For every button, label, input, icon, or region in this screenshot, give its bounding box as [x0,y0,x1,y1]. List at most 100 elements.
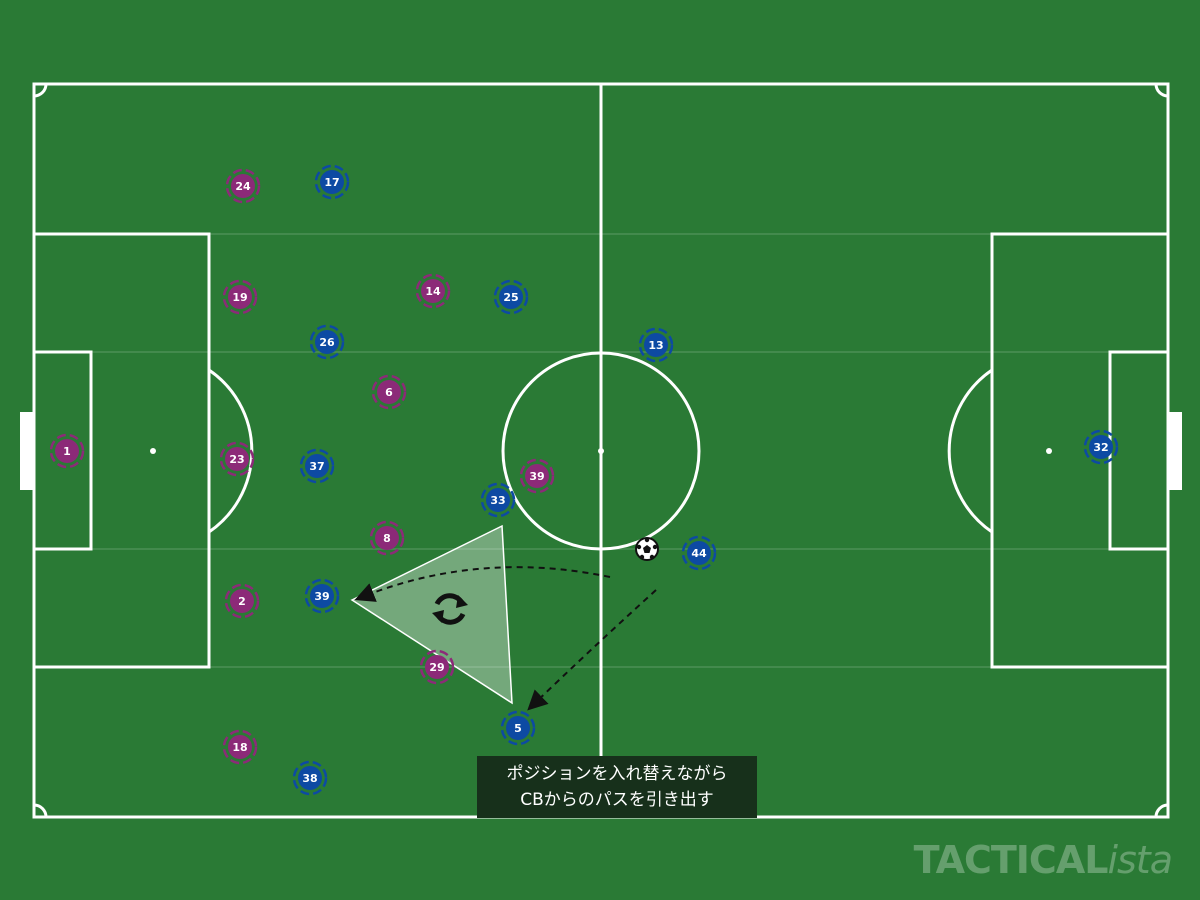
player-disc [525,464,549,488]
player-disc [231,174,255,198]
player-disc [1089,435,1113,459]
center-spot [598,448,604,454]
player-blue-37[interactable]: 37 [299,448,335,484]
player-number: 33 [490,494,505,507]
right-penalty-spot [1046,448,1052,454]
player-disc [421,279,445,303]
player-purple-19[interactable]: 19 [222,279,258,315]
player-ring [638,327,674,363]
caption-line-2: CBからのパスを引き出す [520,790,714,810]
player-blue-13[interactable]: 13 [638,327,674,363]
player-blue-32[interactable]: 32 [1083,429,1119,465]
player-purple-14[interactable]: 14 [415,273,451,309]
player-ring [299,448,335,484]
player-disc [486,488,510,512]
player-ring [415,273,451,309]
player-disc [375,526,399,550]
player-disc [305,454,329,478]
player-purple-24[interactable]: 24 [225,168,261,204]
player-blue-38[interactable]: 38 [292,760,328,796]
pass-arrow-to-5 [527,589,657,711]
player-blue-25[interactable]: 25 [493,279,529,315]
player-ring [304,578,340,614]
player-number: 32 [1093,441,1108,454]
player-disc [506,716,530,740]
player-disc [310,584,334,608]
caption-box: ポジションを入れ替えながら CBからのパスを引き出す [477,756,757,818]
player-ring [292,760,328,796]
player-purple-23[interactable]: 23 [219,441,255,477]
player-number: 13 [648,339,663,352]
player-ring [309,324,345,360]
player-number: 38 [302,772,317,785]
player-number: 14 [425,285,441,298]
player-disc [228,735,252,759]
pass-arrow-to-39 [354,566,611,602]
tacticalista-logo: TACTICALista [913,838,1173,882]
player-purple-18[interactable]: 18 [222,729,258,765]
logo-suffix: ista [1107,838,1173,882]
player-purple-39[interactable]: 39 [519,458,555,494]
player-disc [298,766,322,790]
player-ring [222,729,258,765]
players-layer: 24 19 14 6 1 23 39 8 2 29 18 17 25 26 13 37 33 32 44 39 5 38 [49,164,1119,796]
player-number: 8 [383,532,391,545]
player-disc [315,330,339,354]
player-number: 19 [232,291,247,304]
player-number: 39 [529,470,544,483]
player-blue-44[interactable]: 44 [681,535,717,571]
player-ring [1083,429,1119,465]
player-blue-39[interactable]: 39 [304,578,340,614]
player-ring [519,458,555,494]
player-ring [225,168,261,204]
logo-main: TACTICAL [913,838,1109,882]
player-ring [224,583,260,619]
player-purple-29[interactable]: 29 [419,649,455,685]
player-number: 25 [503,291,518,304]
player-ring [419,649,455,685]
player-number: 23 [229,453,244,466]
player-number: 18 [232,741,247,754]
player-blue-5[interactable]: 5 [500,710,536,746]
player-ring [222,279,258,315]
player-ring [49,433,85,469]
player-disc [228,285,252,309]
player-ring [219,441,255,477]
player-number: 37 [309,460,324,473]
player-blue-17[interactable]: 17 [314,164,350,200]
player-number: 6 [385,386,393,399]
player-number: 24 [235,180,251,193]
player-number: 17 [324,176,339,189]
player-purple-2[interactable]: 2 [224,583,260,619]
player-ring [500,710,536,746]
player-purple-8[interactable]: 8 [369,520,405,556]
player-number: 39 [314,590,329,603]
player-ring [369,520,405,556]
caption-line-1: ポジションを入れ替えながら [506,764,728,784]
player-number: 1 [63,445,71,458]
player-ring [371,374,407,410]
player-number: 26 [319,336,335,349]
player-purple-1[interactable]: 1 [49,433,85,469]
left-goal [20,412,34,490]
player-purple-6[interactable]: 6 [371,374,407,410]
player-disc [377,380,401,404]
right-goal [1168,412,1182,490]
player-ring [314,164,350,200]
player-disc [687,541,711,565]
player-blue-26[interactable]: 26 [309,324,345,360]
rotate-arrows-icon [432,593,468,625]
player-disc [55,439,79,463]
player-disc [425,655,449,679]
left-penalty-spot [150,448,156,454]
player-ring [681,535,717,571]
player-number: 44 [691,547,707,560]
player-blue-33[interactable]: 33 [480,482,516,518]
soccer-ball-icon [635,537,659,561]
player-ring [480,482,516,518]
player-number: 2 [238,595,246,608]
player-number: 29 [429,661,444,674]
player-disc [499,285,523,309]
player-disc [230,589,254,613]
